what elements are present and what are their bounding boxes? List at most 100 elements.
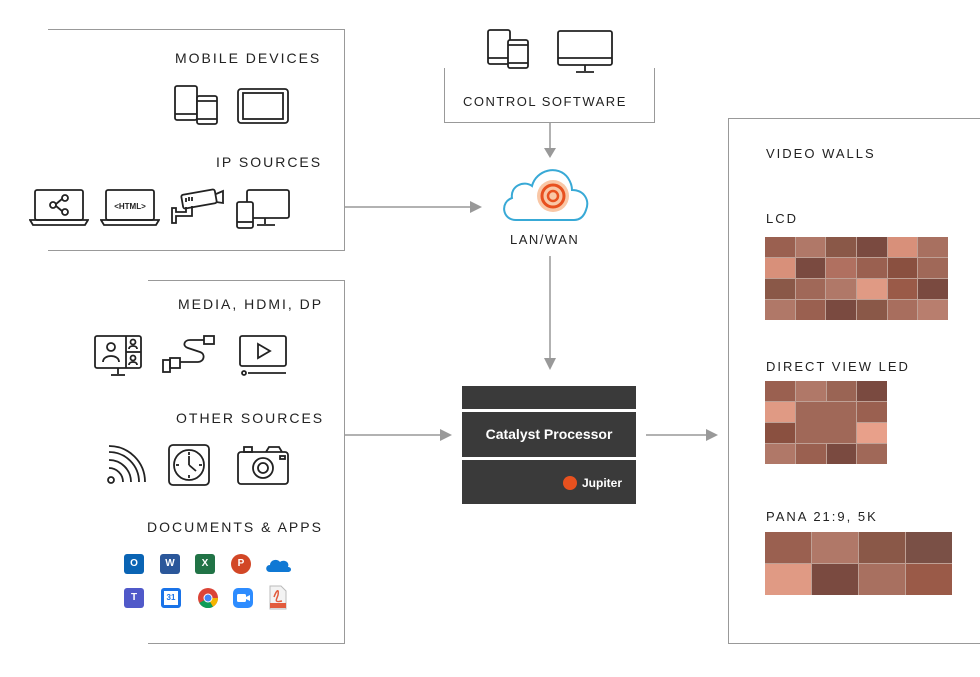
jupiter-brand: Jupiter <box>562 476 622 490</box>
lcd-tile <box>918 237 948 257</box>
pana-tile <box>859 532 905 563</box>
led-tile <box>857 381 887 401</box>
processor-bottom-bar: Jupiter <box>462 460 636 504</box>
lcd-tile <box>795 300 826 320</box>
media-sources-bracket <box>148 280 345 644</box>
html-badge: <HTML> <box>114 202 146 211</box>
lcd-tile <box>918 258 948 278</box>
pana-tile <box>765 532 811 563</box>
lcd-tile <box>765 279 795 299</box>
jupiter-brand-label: Jupiter <box>581 476 622 490</box>
pana-tile <box>859 564 905 595</box>
pana-label: PANA 21:9, 5K <box>766 509 878 524</box>
processor-top-bar <box>462 386 636 409</box>
arrow-sources-to-cloud <box>344 201 482 213</box>
mobile-devices-label: MOBILE DEVICES <box>175 50 322 66</box>
led-tile <box>765 444 795 464</box>
pana-tile <box>812 564 858 595</box>
phone-tablet-icon <box>174 85 218 125</box>
pana-tile <box>906 532 952 563</box>
outlook-icon: O <box>124 554 144 574</box>
word-icon: W <box>160 554 180 574</box>
lcd-tile <box>856 279 887 299</box>
video-walls-bracket <box>728 118 980 644</box>
lcd-tile <box>918 300 948 320</box>
control-phone-tablet-icon <box>487 29 529 69</box>
documents-apps-label: DOCUMENTS & APPS <box>147 519 323 535</box>
other-sources-label: OTHER SOURCES <box>176 410 325 426</box>
jupiter-logo-icon <box>562 476 577 490</box>
lcd-tile <box>887 258 918 278</box>
lcd-tile <box>887 279 918 299</box>
hdmi-cable-icon <box>162 335 215 373</box>
pana-tile <box>812 532 858 563</box>
control-monitor-icon <box>557 30 613 73</box>
led-tile-large <box>795 402 857 443</box>
led-video-wall <box>765 381 887 464</box>
lcd-tile <box>887 237 918 257</box>
cloud-network-icon <box>503 169 589 221</box>
led-tile <box>826 381 857 401</box>
share-laptop-icon <box>29 189 89 226</box>
media-hdmi-dp-label: MEDIA, HDMI, DP <box>178 296 324 312</box>
lcd-tile <box>918 279 948 299</box>
tablet-icon <box>237 88 289 124</box>
excel-icon: X <box>195 554 215 574</box>
arrow-processor-to-walls <box>646 429 718 441</box>
onedrive-icon <box>266 559 291 572</box>
video-conference-icon <box>94 335 142 376</box>
lcd-tile <box>856 237 887 257</box>
chrome-icon <box>198 588 219 609</box>
multi-device-icon <box>236 189 290 229</box>
lan-wan-label: LAN/WAN <box>510 232 580 247</box>
led-tile <box>857 423 887 443</box>
ip-sources-bracket <box>48 29 345 251</box>
lcd-tile <box>856 258 887 278</box>
led-tile <box>765 423 795 443</box>
lcd-tile <box>795 237 826 257</box>
powerpoint-icon: P <box>231 554 251 574</box>
pana-video-wall <box>765 532 952 595</box>
zoom-icon <box>233 588 253 608</box>
led-tile <box>795 381 826 401</box>
led-tile <box>857 444 887 464</box>
led-tile <box>857 402 887 422</box>
lcd-tile <box>765 300 795 320</box>
lcd-tile <box>826 279 856 299</box>
lcd-tile <box>856 300 887 320</box>
rss-feed-icon <box>107 445 146 484</box>
pdf-icon <box>269 585 287 610</box>
arrow-media-to-processor <box>344 429 452 441</box>
video-walls-label: VIDEO WALLS <box>766 146 876 161</box>
led-tile <box>826 444 857 464</box>
photo-camera-icon <box>237 446 289 485</box>
lcd-tile <box>765 237 795 257</box>
security-camera-icon <box>171 188 224 224</box>
arrow-cloud-to-processor <box>544 256 556 370</box>
calendar-icon: 31 <box>161 588 181 608</box>
lcd-tile <box>826 258 856 278</box>
led-tile <box>765 381 795 401</box>
direct-view-led-label: DIRECT VIEW LED <box>766 359 910 374</box>
lcd-tile <box>765 258 795 278</box>
html-laptop-icon <box>100 189 160 226</box>
control-software-label: CONTROL SOFTWARE <box>463 94 627 109</box>
processor-title: Catalyst Processor <box>485 426 613 442</box>
lcd-tile <box>887 300 918 320</box>
lcd-video-wall <box>765 237 948 320</box>
teams-icon: T <box>124 588 144 608</box>
led-tile <box>765 402 795 422</box>
pana-tile <box>765 564 811 595</box>
clock-icon <box>168 444 210 486</box>
pana-tile <box>906 564 952 595</box>
processor-main-bar: Catalyst Processor <box>462 412 636 457</box>
ip-sources-label: IP SOURCES <box>216 154 323 170</box>
lcd-tile <box>795 279 826 299</box>
lcd-label: LCD <box>766 211 799 226</box>
lcd-tile <box>795 258 826 278</box>
led-tile <box>795 444 826 464</box>
lcd-tile <box>826 300 856 320</box>
arrow-control-to-cloud <box>544 122 556 158</box>
lcd-tile <box>826 237 856 257</box>
video-player-icon <box>239 335 287 376</box>
